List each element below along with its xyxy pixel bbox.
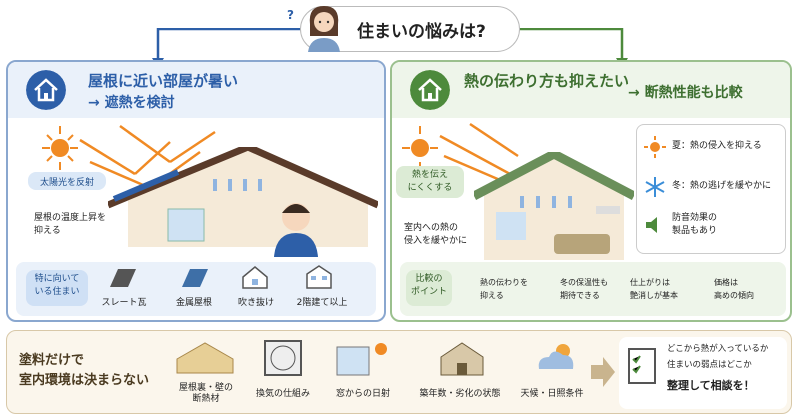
right-house-illustration xyxy=(474,152,634,260)
right-panel-insulation: 熱の伝わり方も抑えたい → 断熱性能も比較 熱を伝え にくくする 室内への熱の … xyxy=(390,60,792,322)
snowflake-icon xyxy=(645,177,665,197)
benefit-1: 冬：熱の逃げを緩やかに xyxy=(672,181,772,191)
suited-item-3: 2階建て以上 xyxy=(296,298,348,308)
suited-item-2: 吹き抜け xyxy=(237,298,274,308)
left-house-illustration xyxy=(108,147,378,257)
compare-row xyxy=(400,262,786,316)
bottom-lead: 塗料だけで 室内環境は決まらない xyxy=(19,353,150,388)
right-arrow-icon xyxy=(591,357,615,387)
suited-label: 特に向いて いる住まい xyxy=(26,270,88,306)
compare-item-1: 冬の保温性も 期待できる xyxy=(560,278,608,300)
checklist-cta: 整理して相談を！ xyxy=(667,379,755,392)
compare-item-2: 仕上がりは 艶消しが基本 xyxy=(630,278,678,300)
factor-1: 換気の仕組み xyxy=(255,389,310,399)
checklist-line-1: どこから熱が入っているか xyxy=(667,344,769,354)
ventilation-fan-icon xyxy=(264,340,302,376)
left-panel-heat-shield: 屋根に近い部屋が暑い → 遮熱を検討 太陽光を反射 屋根の温度上昇を 抑える 特… xyxy=(6,60,386,322)
atrium-house-icon xyxy=(242,266,268,289)
compare-item-0: 熱の伝わりを 抑える xyxy=(480,278,528,300)
suited-item-1: 金属屋根 xyxy=(175,298,212,308)
benefit-0: 夏：熱の侵入を抑える xyxy=(672,141,762,151)
right-note: 室内への熱の 侵入を緩やかに xyxy=(404,223,468,246)
right-title-1: 熱の伝わり方も抑えたい xyxy=(464,72,630,90)
factor-4: 天候・日照条件 xyxy=(520,389,584,399)
window-sun-icon xyxy=(336,343,387,376)
benefit-2: 防音効果の 製品もあり xyxy=(672,213,718,236)
insulation-material-icon xyxy=(176,342,234,374)
reflect-callout: 太陽光を反射 xyxy=(28,172,106,190)
speaker-icon xyxy=(646,217,657,233)
slate-roof-icon xyxy=(110,269,136,287)
checklist-line-2: 住まいの弱点はどこか xyxy=(667,360,752,370)
metal-roof-icon xyxy=(182,269,208,287)
right-title-2: → 断熱性能も比較 xyxy=(628,85,743,101)
sun-icon xyxy=(644,136,666,158)
checklist-clipboard-icon xyxy=(628,348,656,384)
two-story-house-icon xyxy=(306,265,332,289)
weather-cloud-icon xyxy=(538,344,574,369)
left-note: 屋根の温度上昇を 抑える xyxy=(34,213,107,236)
insulate-callout: 熱を伝え にくくする xyxy=(396,166,464,198)
question-title: 住まいの悩みは? xyxy=(357,21,486,42)
question-mark: ? xyxy=(287,8,294,22)
sun-reflection-illustration xyxy=(42,124,216,190)
factor-0: 屋根裏・壁の 断熱材 xyxy=(178,383,233,404)
left-title-2: → 遮熱を検討 xyxy=(88,95,175,111)
bottom-factors-panel: 塗料だけで 室内環境は決まらない 屋根裏・壁の 断熱材 換気の仕組み 窓からの日… xyxy=(6,330,792,414)
factor-3: 築年数・劣化の状態 xyxy=(419,389,501,399)
suited-item-0: スレート瓦 xyxy=(101,298,147,308)
worried-woman-icon xyxy=(308,6,340,52)
left-panel-header xyxy=(8,62,384,118)
factor-2: 窓からの日射 xyxy=(335,389,390,399)
compare-item-3: 価格は 高めの傾向 xyxy=(714,278,754,300)
benefits-box xyxy=(636,124,786,254)
aging-house-icon xyxy=(440,342,484,376)
right-panel-header xyxy=(392,62,790,118)
house-icon xyxy=(410,70,450,110)
compare-label: 比較の ポイント xyxy=(406,270,452,306)
left-title-1: 屋根に近い部屋が暑い xyxy=(88,72,239,90)
house-icon xyxy=(26,70,66,110)
